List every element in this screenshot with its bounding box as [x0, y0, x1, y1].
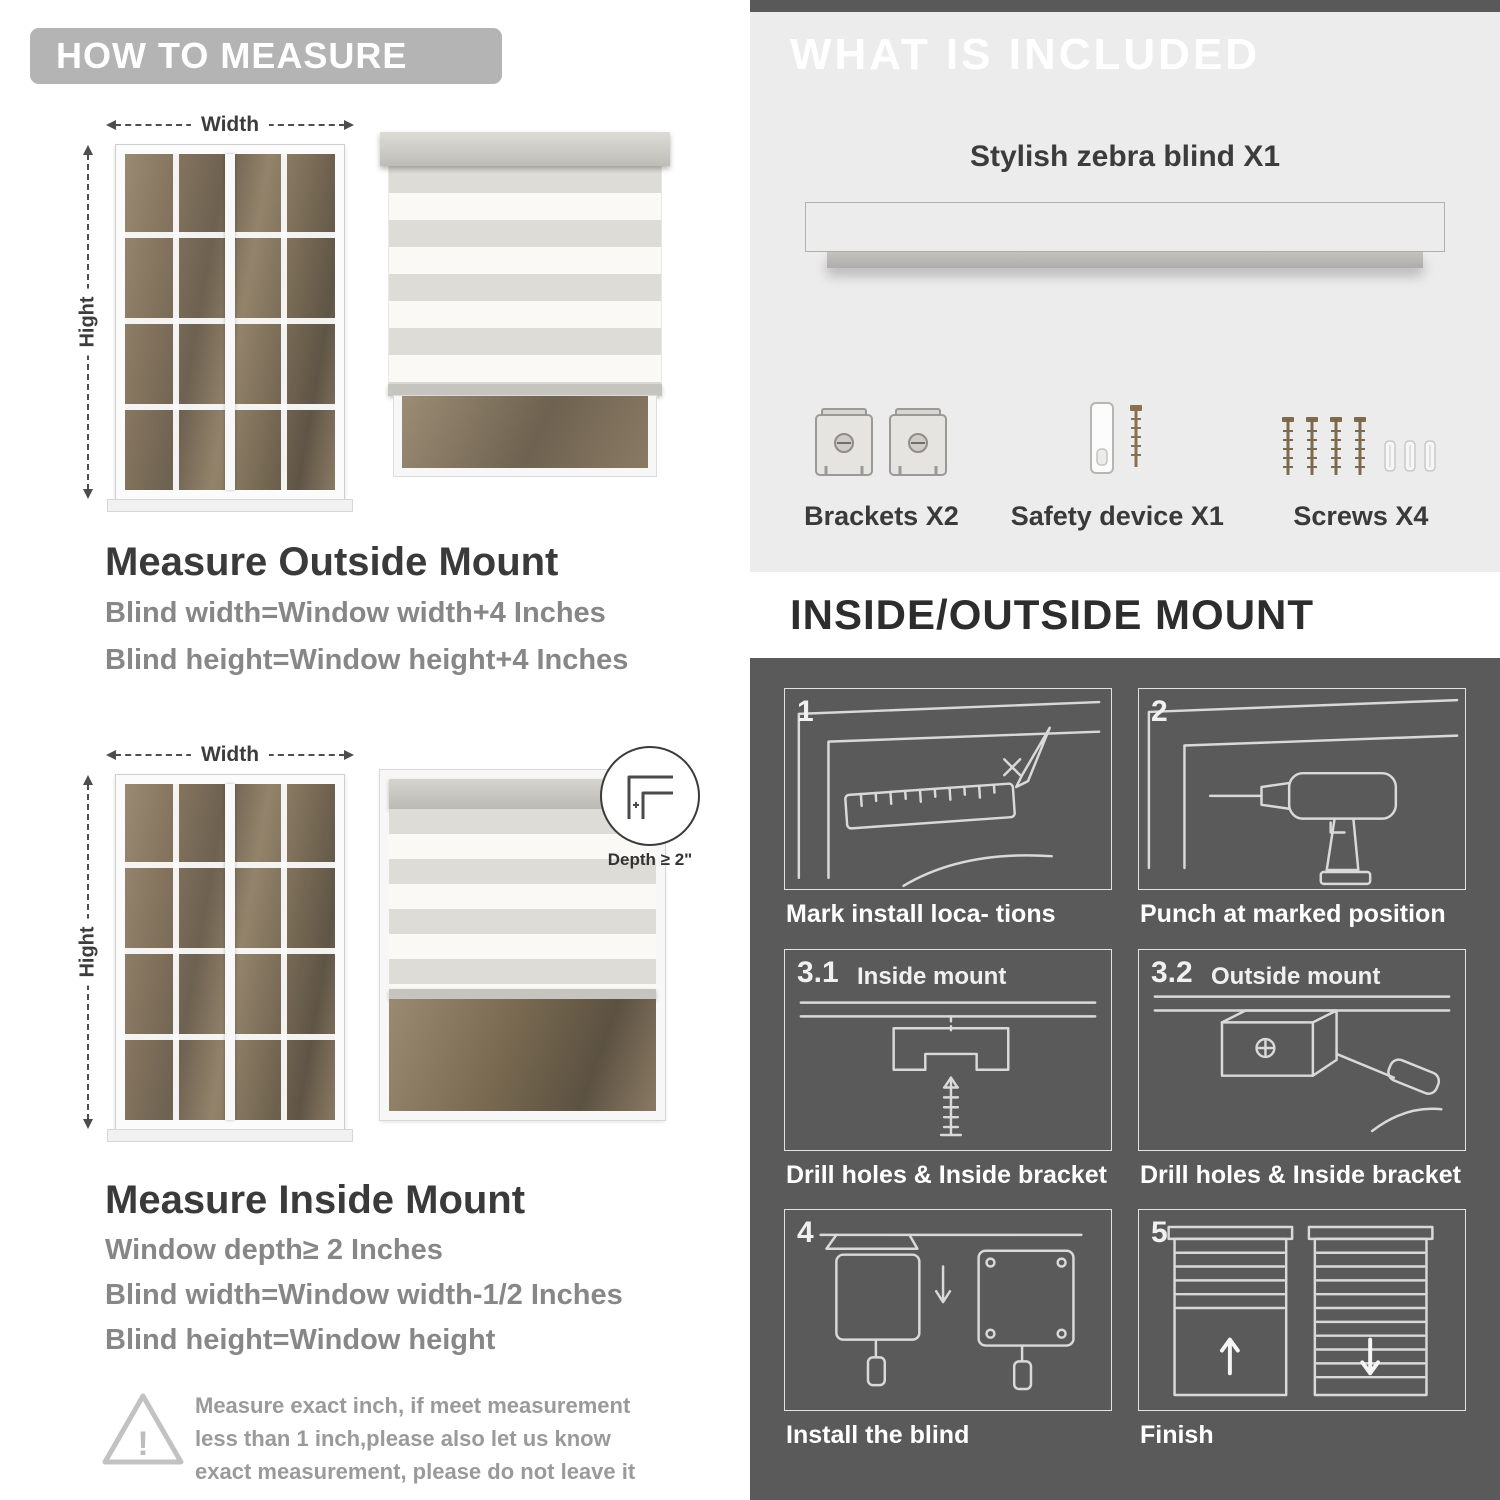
window-glass-below: [389, 999, 656, 1111]
step-inline-label: Inside mount: [857, 962, 1007, 990]
step-caption: Drill holes & Inside bracket: [786, 1160, 1107, 1189]
window-corner-depth-icon: [627, 775, 673, 819]
screws-label: Screws X4: [1293, 501, 1429, 531]
window-photo-illustration: [107, 144, 353, 512]
width-label: Width: [190, 113, 270, 137]
mount-step-2: 2 Punch at mar: [1138, 688, 1466, 949]
step-number: 2: [1151, 695, 1168, 728]
mark-locations-icon: [797, 700, 1101, 888]
width-arrow: Width: [106, 743, 354, 767]
what-is-included-section: WHAT IS INCLUDED Stylish zebra blind X1: [750, 12, 1500, 572]
inside-mount-line-3: Blind height=Window height: [105, 1324, 496, 1356]
step-illustration-box: 2: [1138, 688, 1466, 890]
step-caption: Punch at marked position: [1140, 900, 1446, 928]
inside-outside-mount-header: INSIDE/OUTSIDE MOUNT: [790, 591, 1315, 638]
step-number: 3.1: [797, 955, 839, 989]
warning-triangle-icon: !: [98, 1388, 188, 1472]
window-glass: [125, 784, 335, 1120]
blind-bottom-rail: [388, 384, 662, 396]
depth-callout-circle: [600, 746, 700, 846]
safety-device-icons: [1067, 373, 1167, 483]
brackets-item: Brackets X2: [804, 342, 959, 532]
how-to-measure-section: HOW TO MEASURE Width Hight Measure Outsi…: [30, 28, 725, 1484]
step-number: 1: [797, 695, 814, 728]
right-section: WHAT IS INCLUDED Stylish zebra blind X1: [750, 0, 1500, 1500]
step-illustration-box: 5: [1138, 1209, 1466, 1412]
step-number: 3.2: [1151, 955, 1193, 989]
brackets-label: Brackets X2: [804, 501, 959, 531]
blind-headrail-illustration: [805, 202, 1445, 268]
width-label: Width: [190, 743, 270, 767]
mount-step-3-1: 3.1 Inside mount: [784, 948, 1112, 1210]
bracket-icons: [812, 373, 950, 483]
how-to-measure-header: HOW TO MEASURE: [30, 28, 502, 84]
blind-striped-body: [388, 166, 662, 384]
blind-bottom-rail: [389, 989, 656, 999]
step-caption: Finish: [1140, 1421, 1214, 1450]
mount-steps-panel: 1: [750, 658, 1500, 1500]
blind-headrail: [380, 132, 670, 166]
step-illustration-box: 1: [784, 688, 1112, 890]
window-sill: [107, 499, 353, 512]
step-caption: Drill holes & Inside bracket: [1140, 1160, 1461, 1189]
inside-mount-line-2: Blind width=Window width-1/2 Inches: [105, 1279, 623, 1311]
height-label: Hight: [76, 288, 100, 356]
depth-label: Depth ≥ 2": [607, 850, 693, 869]
outside-mount-title: Measure Outside Mount: [105, 540, 559, 584]
height-arrow: Hight: [76, 145, 100, 499]
screw-icons: [1276, 373, 1446, 483]
headrail-lip: [827, 252, 1423, 268]
mount-step-5: 5: [1138, 1209, 1466, 1470]
install-blind-icon: [819, 1234, 1083, 1391]
blind-item-label: Stylish zebra blind X1: [969, 140, 1281, 173]
screws-and-anchors-icon: [1280, 415, 1436, 477]
step-caption: Install the blind: [786, 1421, 970, 1450]
warning-text: Measure exact inch, if meet measurement …: [195, 1393, 636, 1484]
top-accent-strip: [750, 0, 1500, 12]
inside-bracket-icon: [799, 1001, 1097, 1136]
window-sill: [107, 1129, 353, 1142]
step-number: 4: [797, 1216, 814, 1250]
included-parts-row: Brackets X2 Safety device X1: [750, 342, 1500, 532]
step-illustration-box: 4: [784, 1209, 1112, 1412]
what-is-included-header: WHAT IS INCLUDED: [790, 30, 1261, 79]
window-below-blind: [393, 395, 657, 477]
inside-mount-diagram: Width Hight Depth ≥ 2": [35, 742, 725, 1152]
height-arrow: Hight: [76, 775, 100, 1129]
drill-icon: [1147, 698, 1459, 886]
screws-item: Screws X4: [1276, 342, 1446, 532]
safety-device-icon: [1090, 402, 1143, 474]
outside-mount-line-2: Blind height=Window height+4 Inches: [105, 644, 629, 676]
outside-mount-line-1: Blind width=Window width+4 Inches: [105, 597, 606, 629]
width-arrow: Width: [106, 113, 354, 137]
mount-step-1: 1: [784, 688, 1112, 949]
outside-bracket-icon: [1153, 995, 1451, 1132]
step-illustration-box: 3.1 Inside mount: [784, 948, 1112, 1151]
safety-device-item: Safety device X1: [1011, 342, 1224, 532]
safety-device-label: Safety device X1: [1010, 501, 1224, 531]
inside-mount-line-1: Window depth≥ 2 Inches: [105, 1234, 443, 1266]
bracket-icon: [815, 408, 874, 476]
mount-header-band: INSIDE/OUTSIDE MOUNT: [750, 572, 1500, 658]
zebra-blind-outside-illustration: [380, 132, 670, 477]
headrail-bar: [805, 202, 1445, 252]
window-photo-illustration: [107, 774, 353, 1142]
warning-exclamation: !: [137, 1425, 149, 1463]
mount-step-3-2: 3.2 Outside mount: [1138, 948, 1466, 1210]
step-caption: Mark install loca- tions: [786, 900, 1056, 928]
step-illustration-box: 3.2 Outside mount: [1138, 948, 1466, 1151]
outside-mount-diagram: Width Hight: [35, 112, 725, 522]
inside-mount-title: Measure Inside Mount: [105, 1178, 526, 1222]
mount-step-4: 4: [784, 1209, 1112, 1470]
bracket-icon: [889, 408, 948, 476]
height-label: Hight: [76, 918, 100, 986]
step-number: 5: [1151, 1216, 1168, 1250]
finish-icon: [1167, 1226, 1434, 1397]
window-glass: [125, 154, 335, 490]
step-inline-label: Outside mount: [1211, 962, 1381, 990]
blind-striped-body: [389, 809, 656, 989]
